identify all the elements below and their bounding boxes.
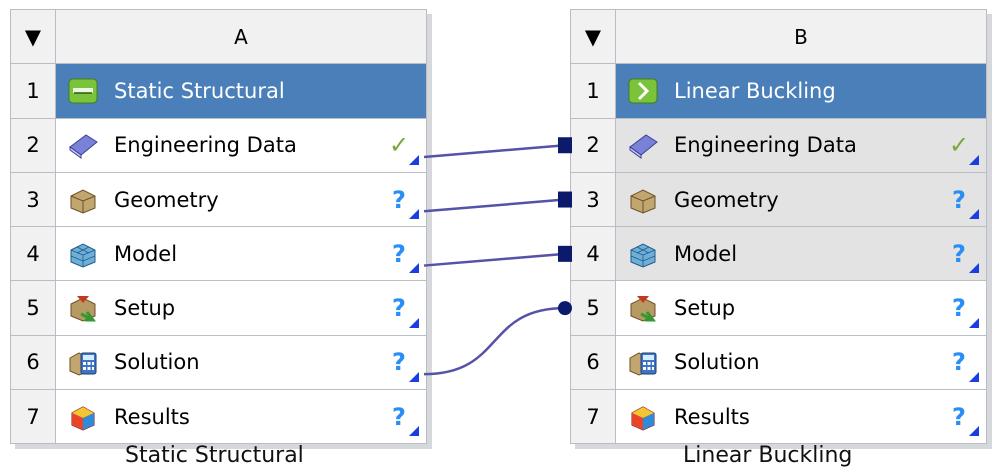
row-number: 1 (571, 64, 615, 118)
cell-label: Results (674, 404, 750, 429)
system-title-label: Static Structural (114, 78, 285, 103)
cell-setup[interactable]: Setup? (56, 281, 426, 335)
connection-link[interactable] (423, 306, 566, 376)
cell-solution[interactable]: Solution? (616, 335, 986, 390)
cell-label: Solution (674, 350, 760, 375)
expand-corner-icon[interactable] (969, 154, 979, 165)
cell-results[interactable]: Results? (56, 390, 426, 444)
cell-label: Engineering Data (674, 133, 857, 158)
connection-link[interactable] (423, 252, 566, 267)
row-number: 7 (571, 390, 615, 444)
status-question-icon: ? (392, 348, 406, 377)
cell-setup[interactable]: Setup? (616, 281, 986, 335)
system-a-caption[interactable]: Static Structural (125, 443, 304, 468)
cell-results[interactable]: Results? (616, 390, 986, 444)
link-square-end-icon (558, 191, 572, 208)
geometry-icon (626, 185, 660, 215)
status-check-icon: ✓ (388, 131, 410, 160)
results-icon (626, 402, 660, 432)
status-question-icon: ? (952, 185, 966, 214)
cell-label: Geometry (674, 187, 779, 212)
link-dot-end-icon (558, 301, 572, 316)
expand-corner-icon[interactable] (409, 317, 419, 328)
row-number: 6 (571, 335, 615, 390)
row-number: 4 (11, 227, 55, 281)
expand-corner-icon[interactable] (969, 317, 979, 328)
cell-label: Engineering Data (114, 133, 297, 158)
status-question-icon: ? (952, 402, 966, 431)
results-icon (66, 402, 100, 432)
expand-corner-icon[interactable] (969, 209, 979, 220)
status-question-icon: ? (952, 294, 966, 323)
row-number: 2 (11, 118, 55, 172)
model-icon (66, 239, 100, 269)
model-icon (626, 239, 660, 269)
status-question-icon: ? (392, 402, 406, 431)
engineering-data-icon (626, 130, 660, 160)
cell-engineering-data[interactable]: Engineering Data ✓ (56, 118, 426, 172)
cell-label: Setup (114, 296, 176, 321)
row-number: 3 (571, 172, 615, 227)
row-number: 2 (571, 118, 615, 172)
status-question-icon: ? (952, 239, 966, 268)
cell-label: Results (114, 404, 190, 429)
cell-label: Model (114, 241, 178, 266)
system-title-label: Linear Buckling (674, 78, 836, 103)
expand-corner-icon[interactable] (409, 154, 419, 165)
solution-icon (66, 347, 100, 377)
cell-solution[interactable]: Solution? (56, 335, 426, 390)
connection-link[interactable] (423, 198, 566, 213)
system-a-column-letter: A (56, 10, 426, 64)
solution-icon (626, 347, 660, 377)
cell-geometry[interactable]: Geometry? (616, 172, 986, 227)
link-square-end-icon (558, 245, 572, 262)
status-question-icon: ? (392, 294, 406, 323)
connection-link[interactable] (423, 143, 566, 159)
row-number: 1 (11, 64, 55, 118)
expand-corner-icon[interactable] (409, 263, 419, 274)
row-number: 7 (11, 390, 55, 444)
geometry-icon (66, 185, 100, 215)
cell-label: Setup (674, 296, 736, 321)
status-check-icon: ✓ (948, 131, 970, 160)
expand-corner-icon[interactable] (969, 372, 979, 383)
status-question-icon: ? (392, 185, 406, 214)
status-question-icon: ? (952, 348, 966, 377)
expand-corner-icon[interactable] (969, 426, 979, 437)
engineering-data-icon (66, 130, 100, 160)
cell-model[interactable]: Model? (56, 227, 426, 281)
system-b-caption[interactable]: Linear Buckling (683, 443, 853, 468)
cell-label: Solution (114, 350, 200, 375)
expand-corner-icon[interactable] (409, 426, 419, 437)
cell-model[interactable]: Model? (616, 227, 986, 281)
expand-corner-icon[interactable] (969, 263, 979, 274)
system-b-collapse-toggle[interactable]: ▼ (571, 10, 615, 64)
system-b-title-cell[interactable]: Linear Buckling (616, 64, 986, 118)
linear-buckling-icon (626, 76, 660, 106)
row-number: 5 (11, 281, 55, 335)
cell-engineering-data[interactable]: Engineering Data ✓ (616, 118, 986, 172)
cell-label: Model (674, 241, 738, 266)
setup-icon (626, 293, 660, 323)
cell-geometry[interactable]: Geometry? (56, 172, 426, 227)
link-square-end-icon (558, 137, 572, 154)
system-a-collapse-toggle[interactable]: ▼ (11, 10, 55, 64)
row-number: 4 (571, 227, 615, 281)
expand-corner-icon[interactable] (409, 372, 419, 383)
system-a-title-cell[interactable]: Static Structural (56, 64, 426, 118)
expand-corner-icon[interactable] (409, 209, 419, 220)
row-number: 5 (571, 281, 615, 335)
system-b-column-letter: B (616, 10, 986, 64)
row-number: 3 (11, 172, 55, 227)
setup-icon (66, 293, 100, 323)
static-structural-icon (66, 76, 100, 106)
row-number: 6 (11, 335, 55, 390)
cell-label: Geometry (114, 187, 219, 212)
status-question-icon: ? (392, 239, 406, 268)
